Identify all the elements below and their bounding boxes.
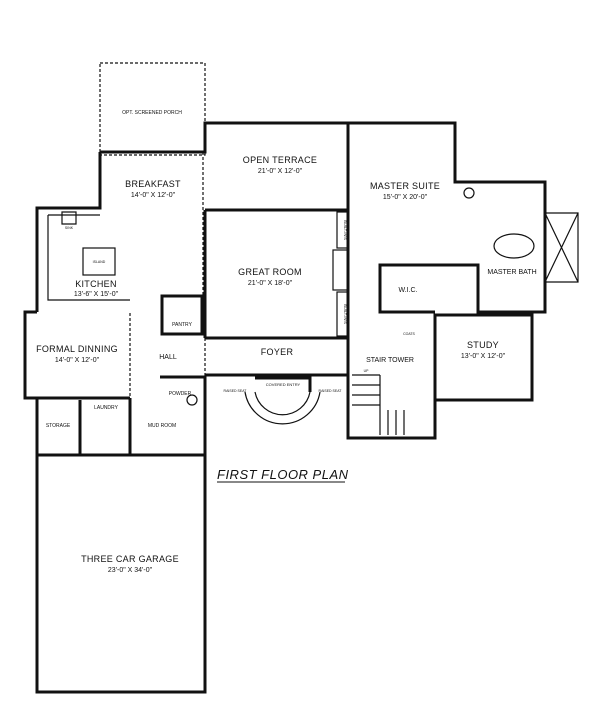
room-label: GREAT ROOM [238,267,302,277]
island [82,247,116,276]
built-ins-label: BUILT-IN'S [343,304,348,324]
raised-seat-label: RAISED SEAT [224,389,248,393]
room-size: 13'-6" X 15'-0" [74,291,119,298]
room-size: 23'-0" X 34'-0" [108,567,153,574]
wall-dining-hall [129,313,206,398]
toilet-icon [463,187,475,199]
room-label: FORMAL DINNING [36,344,118,354]
stairs [352,374,405,435]
built-ins-lower [336,291,349,337]
room-label: STAIR TOWER [366,357,414,364]
room-label: STUDY [467,340,499,350]
built-ins-upper [336,211,349,249]
room-label: KITCHEN [75,279,117,289]
fireplace-icon [332,249,349,291]
room-size: 14'-0" X 12'-0" [131,192,176,199]
wall-service [35,375,207,694]
room-label: LAUNDRY [94,405,118,411]
powder-toilet-icon [186,394,198,406]
wall-west-wing [23,121,348,400]
room-size: 21'-0" X 12'-0" [258,168,303,175]
coats-label: COATS [403,332,415,336]
study [433,313,534,402]
room-label: OPEN TERRACE [243,155,317,165]
room-label: OPT. SCREENED PORCH [122,110,182,116]
raised-seat-label: RAISED SEAT [319,389,343,393]
room-label: MASTER SUITE [370,181,440,191]
sink-label: SINK [65,226,74,230]
room-label: BREAKFAST [125,179,181,189]
pantry [160,294,204,336]
kitchen-counter [47,214,130,301]
covered-entry-label: COVERED ENTRY [266,382,301,387]
wall-stair-tower [346,338,437,440]
room-label: STORAGE [46,423,71,429]
screened-porch-outline [99,62,206,156]
room-size: 15'-0" X 20'-0" [383,194,428,201]
room-size: 13'-0" X 12'-0" [461,353,506,360]
plan-title: FIRST FLOOR PLAN [217,467,349,482]
room-size: 21'-0" X 18'-0" [248,280,293,287]
room-label: MASTER BATH [487,269,536,276]
room-label: W.I.C. [398,287,417,294]
built-ins-label: BUILT-IN'S [343,220,348,240]
room-label: FOYER [261,347,294,357]
room-size: 14'-0" X 12'-0" [55,357,100,364]
bathtub-icon [493,233,535,259]
room-label: THREE CAR GARAGE [81,554,179,564]
room-label: HALL [159,354,177,361]
room-label: POWDER [169,391,192,397]
island-label: ISLAND [93,260,106,264]
room-label: PANTRY [172,322,192,328]
up-label: UP [364,369,370,373]
wall-master [348,121,547,314]
covered-entry-arc [244,391,321,425]
bay-window [544,212,579,283]
wall-foyer [205,373,348,392]
room-label: MUD ROOM [148,423,176,429]
sink-icon [61,211,77,225]
